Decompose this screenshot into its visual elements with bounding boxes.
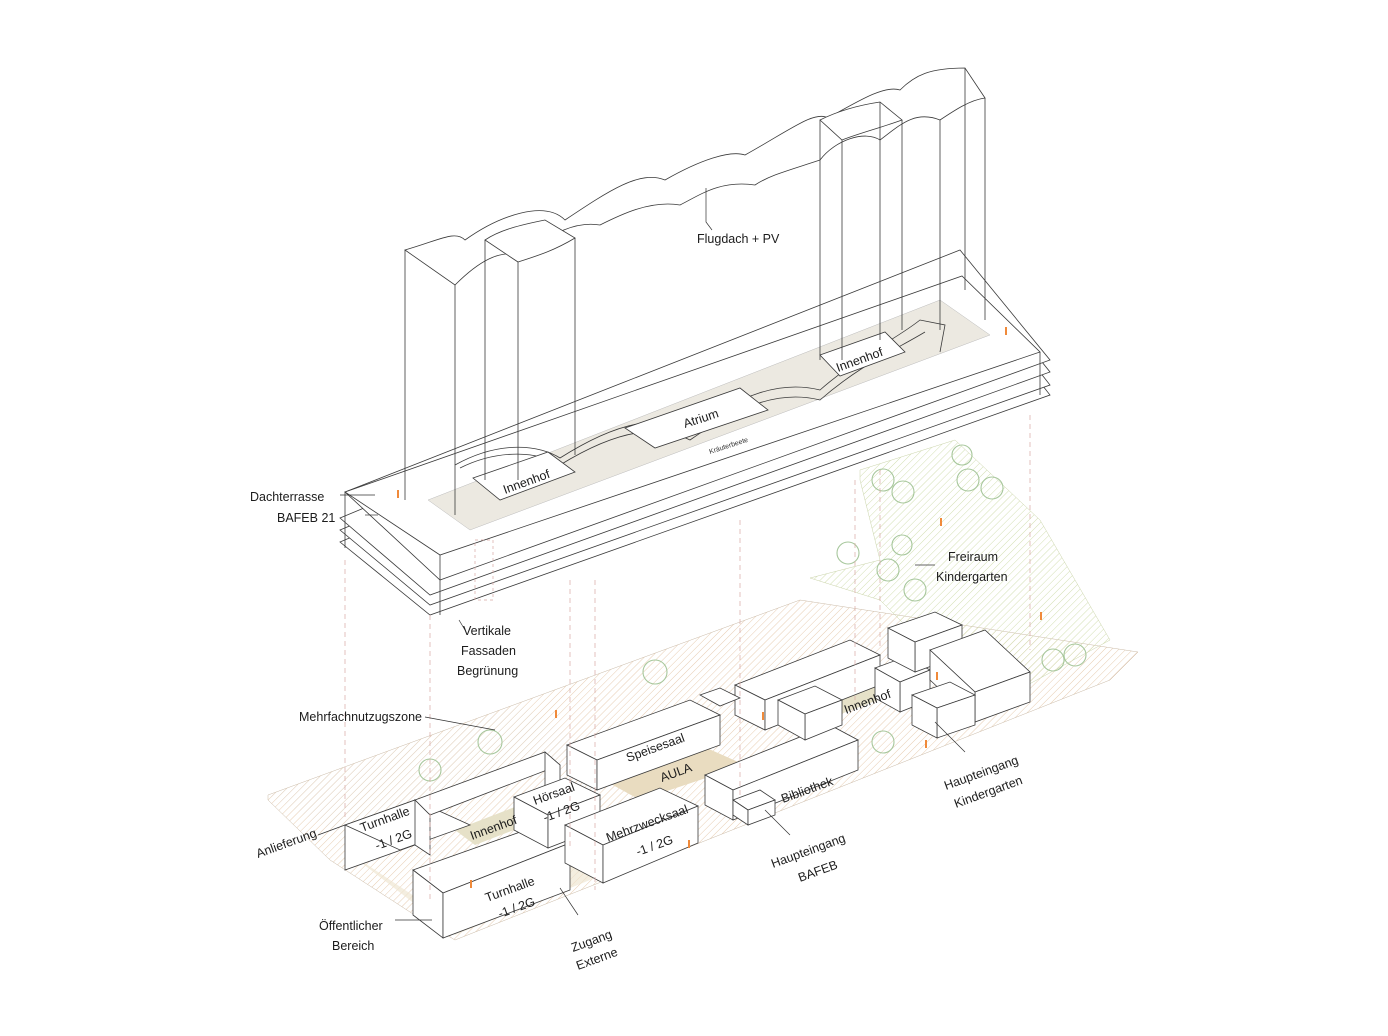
label-anlieferung: Anlieferung: [254, 826, 318, 861]
innenhof-top-right-box: [819, 331, 906, 377]
label-fassaden: Fassaden: [461, 644, 516, 658]
projection-lines: [344, 415, 1031, 900]
label-bereich: Bereich: [332, 939, 374, 953]
label-freiraum: Freiraum: [948, 550, 998, 564]
label-dachterrasse: Dachterrasse: [250, 490, 324, 504]
label-mehrfachnutzungszone: Mehrfachnutzugszone: [299, 710, 422, 724]
leader-lines: [317, 188, 966, 921]
label-kindergarten-area: Kindergarten: [936, 570, 1008, 584]
people-figures: [397, 327, 1042, 888]
label-oeffentlicher: Öffentlicher: [319, 919, 383, 933]
label-vertikale: Vertikale: [463, 624, 511, 638]
roof-verticals: [404, 68, 986, 515]
label-bafeb21: BAFEB 21: [277, 511, 335, 525]
label-begruenung: Begrünung: [457, 664, 518, 678]
label-bafeb: BAFEB: [796, 858, 839, 885]
innenhof-top-left-box: [472, 451, 576, 501]
aula-floor: [600, 745, 745, 800]
facade-greening-marker: [474, 539, 494, 601]
slab-edges: [344, 352, 1041, 615]
atrium-box: [624, 387, 769, 449]
flugdach-roof: [404, 67, 986, 286]
ground-buildings: [343, 611, 1031, 939]
label-flugdach: Flugdach + PV: [697, 232, 780, 246]
